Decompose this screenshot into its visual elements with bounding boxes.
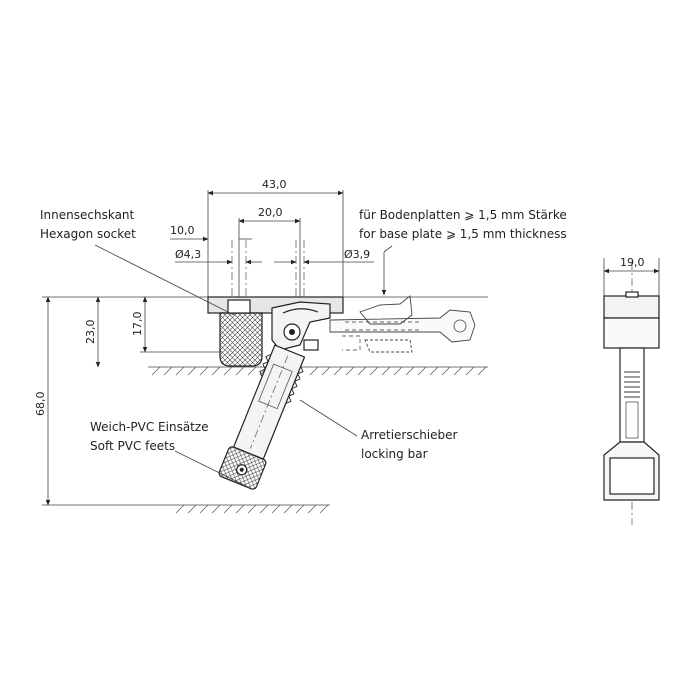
main-body [207,296,344,367]
dim-23: 23,0 [84,320,97,345]
label-base-plate-en: for base plate ⩾ 1,5 mm thickness [359,227,567,241]
label-hexagon-en: Hexagon socket [40,227,136,241]
label-pvc-en: Soft PVC feets [90,439,175,453]
label-locking-bar-de: Arretierschieber [361,428,458,442]
dim-43: 43,0 [262,178,287,191]
label-locking-bar-en: locking bar [361,447,428,461]
dim-dia-3-9: Ø3,9 [344,248,370,261]
dim-10: 10,0 [170,224,195,237]
dimension-lines [45,190,393,506]
dim-68: 68,0 [34,392,47,417]
dim-17: 17,0 [131,312,144,337]
dim-dia-4-3: Ø4,3 [175,248,201,261]
label-base-plate-de: für Bodenplatten ⩾ 1,5 mm Stärke [359,208,567,222]
dim-20: 20,0 [258,206,283,219]
label-hexagon-de: Innensechskant [40,208,135,222]
dim-side-19: 19,0 [620,256,645,269]
label-pvc-de: Weich-PVC Einsätze [90,420,209,434]
locking-bar [329,295,476,353]
side-view [603,258,660,525]
leader-lines [94,244,358,489]
